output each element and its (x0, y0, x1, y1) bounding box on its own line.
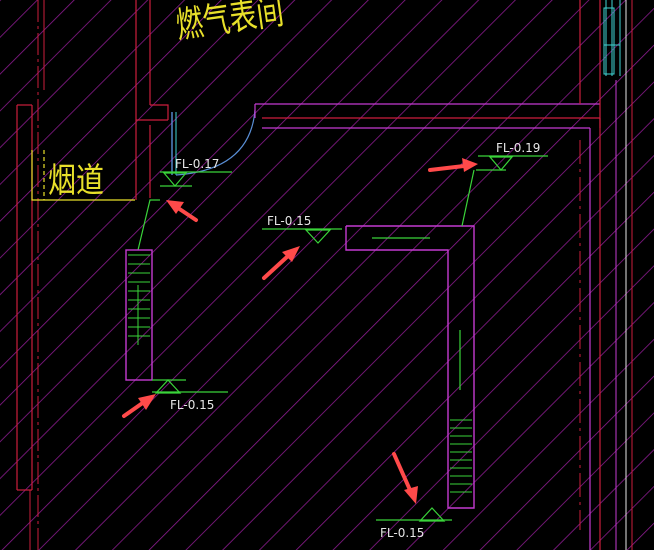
triangle-level-marker-icon (418, 507, 446, 522)
level-marker-c[interactable]: FL-0.19 (476, 141, 548, 171)
red-arrow-icon-1 (166, 200, 198, 222)
red-arrow-icon-5 (392, 452, 418, 504)
level-label-b: FL-0.15 (267, 214, 311, 228)
triangle-level-marker-icon (162, 172, 188, 187)
red-arrow-icon-2 (428, 158, 478, 172)
level-label-a: FL-0.17 (175, 157, 219, 171)
level-marker-a[interactable]: FL-0.17 (160, 157, 232, 187)
level-label-e: FL-0.15 (380, 526, 424, 540)
level-marker-d[interactable]: FL-0.15 (152, 379, 228, 412)
triangle-level-marker-icon (488, 156, 514, 171)
red-arrow-icon-3 (262, 246, 300, 280)
room-label-flue: 烟道 (48, 161, 104, 201)
drain-pipe-left (125, 199, 160, 381)
red-arrow-icon-4 (122, 394, 156, 418)
level-label-d: FL-0.15 (170, 398, 214, 412)
level-marker-b[interactable]: FL-0.15 (262, 214, 342, 244)
window-frame (603, 0, 633, 550)
walls (16, 0, 601, 550)
level-label-c: FL-0.19 (496, 141, 540, 155)
drain-pipe-l-shape (345, 169, 475, 509)
level-marker-e[interactable]: FL-0.15 (376, 507, 452, 540)
triangle-level-marker-icon (304, 229, 332, 244)
triangle-level-marker-icon (154, 379, 182, 394)
